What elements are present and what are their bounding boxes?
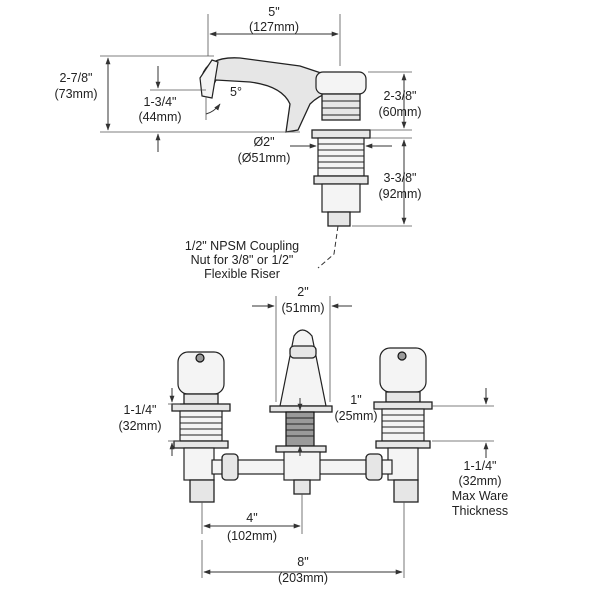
front-left-handle	[171, 351, 231, 503]
note-coupling-line3: Flexible Riser	[204, 267, 280, 281]
dim-spread: 8"	[297, 555, 308, 569]
dim-handle-height: 2-3/8"	[384, 89, 417, 103]
note-ware-line2: Thickness	[452, 504, 508, 518]
dim-spout-reach-mm: (127mm)	[249, 20, 299, 34]
dim-shank-length: 3-3/8"	[384, 171, 417, 185]
dim-overall-height-mm: (73mm)	[54, 87, 97, 101]
dim-shank-dia: Ø2"	[253, 135, 274, 149]
side-handle-body	[321, 93, 361, 121]
dim-handle-shank: 1-1/4"	[124, 403, 157, 417]
note-coupling-line2: Nut for 3/8" or 1/2"	[191, 253, 294, 267]
dim-shank-length-mm: (92mm)	[378, 187, 421, 201]
dim-spout-shank-mm: (25mm)	[334, 409, 377, 423]
side-spout	[201, 57, 331, 133]
note-coupling-line1: 1/2" NPSM Coupling	[185, 239, 299, 253]
dim-spout-width-mm: (51mm)	[281, 301, 324, 315]
side-spout-tip	[199, 59, 219, 99]
front-spout	[269, 329, 333, 453]
front-view: 2" (51mm) 1" (25mm) 1-1/4" (32mm) 1-1/4"…	[118, 285, 508, 585]
side-handle-cap	[315, 71, 367, 95]
dim-spout-height: 1-3/4"	[144, 95, 177, 109]
dim-spread-mm: (203mm)	[278, 571, 328, 585]
dim-half-spread-mm: (102mm)	[227, 529, 277, 543]
dim-handle-height-mm: (60mm)	[378, 105, 421, 119]
dim-overall-height: 2-7/8"	[60, 71, 93, 85]
dim-ware-thickness-mm: (32mm)	[458, 474, 501, 488]
side-view: 5" (127mm) 2-7/8" (73mm) 1-3/4" (44mm) 5…	[54, 5, 421, 281]
front-mixing-tee	[211, 451, 393, 495]
front-right-handle	[373, 347, 433, 503]
dim-spout-shank: 1"	[350, 393, 361, 407]
note-ware-line1: Max Ware	[452, 489, 509, 503]
dim-handle-shank-mm: (32mm)	[118, 419, 161, 433]
dim-spout-height-mm: (44mm)	[138, 110, 181, 124]
side-shank	[313, 137, 369, 227]
dim-shank-dia-mm: (Ø51mm)	[238, 151, 291, 165]
side-flange	[311, 129, 371, 139]
dim-spout-reach: 5"	[268, 5, 279, 19]
dim-ware-thickness: 1-1/4"	[464, 459, 497, 473]
dim-half-spread: 4"	[246, 511, 257, 525]
dim-spout-width: 2"	[297, 285, 308, 299]
dim-angle: 5°	[230, 85, 242, 99]
